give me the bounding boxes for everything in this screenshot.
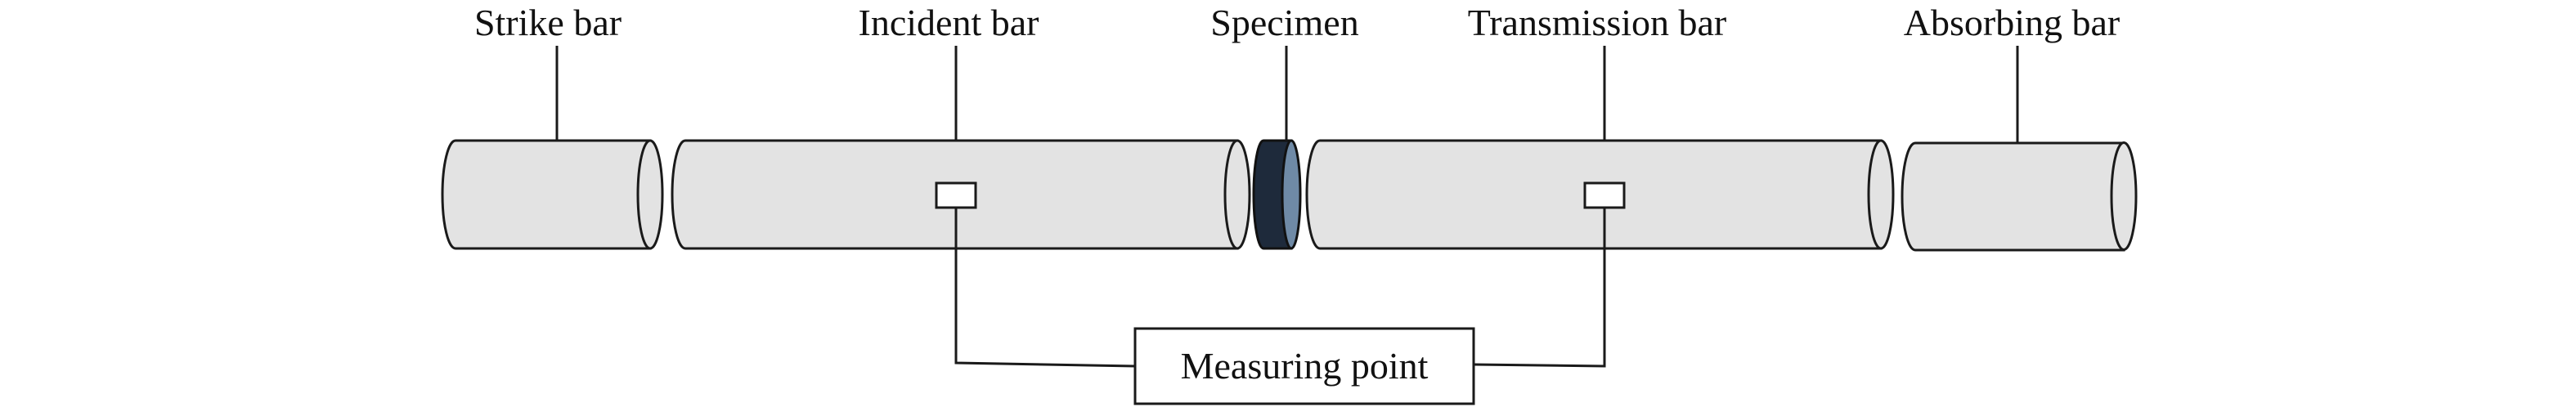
specimen — [1252, 139, 1302, 250]
transmission-strain-gauge — [1583, 181, 1626, 209]
transmission-bar — [1305, 139, 1895, 250]
incident-bar — [671, 139, 1251, 250]
strike-bar — [441, 139, 664, 250]
absorbing-bar — [1901, 141, 2138, 252]
specimen-label: Specimen — [1210, 2, 1358, 43]
incident-bar-label: Incident bar — [859, 2, 1039, 43]
measuring-point-box: Measuring point — [1133, 327, 1475, 405]
measuring-point-connector-right — [1473, 208, 1606, 368]
measuring-point-label: Measuring point — [1181, 345, 1429, 387]
strike-bar-label: Strike bar — [474, 2, 622, 43]
measuring-point-connector-left — [954, 208, 1136, 368]
incident-strain-gauge — [935, 181, 977, 209]
transmission-bar-label: Transmission bar — [1468, 2, 1727, 43]
absorbing-bar-label: Absorbing bar — [1904, 2, 2120, 43]
